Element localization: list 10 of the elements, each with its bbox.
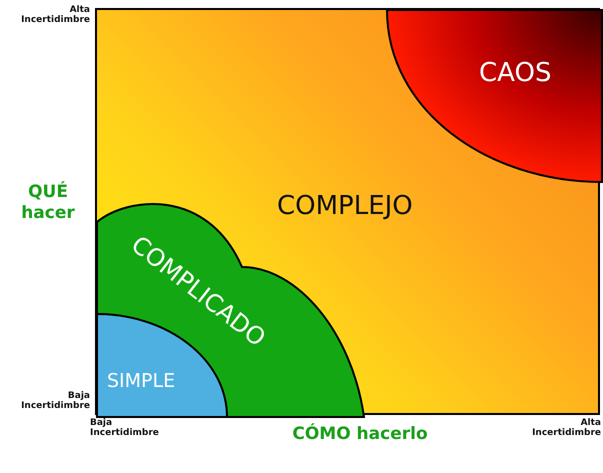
matrix-background (95, 8, 600, 415)
axis-end-label: Alta Incertidimbre (20, 6, 90, 26)
axis-title: QUÉ hacer (20, 182, 76, 224)
axis-end-label: Baja Incertidimbre (20, 392, 90, 412)
axis-end-label: Alta Incertidimbre (531, 419, 601, 439)
region-label: COMPLEJO (277, 193, 413, 219)
region-label: CAOS (479, 60, 552, 86)
axis-title: CÓMO hacerlo (291, 424, 429, 446)
axis-end-label: Baja Incertidimbre (90, 419, 160, 439)
region-label: SIMPLE (107, 372, 176, 391)
